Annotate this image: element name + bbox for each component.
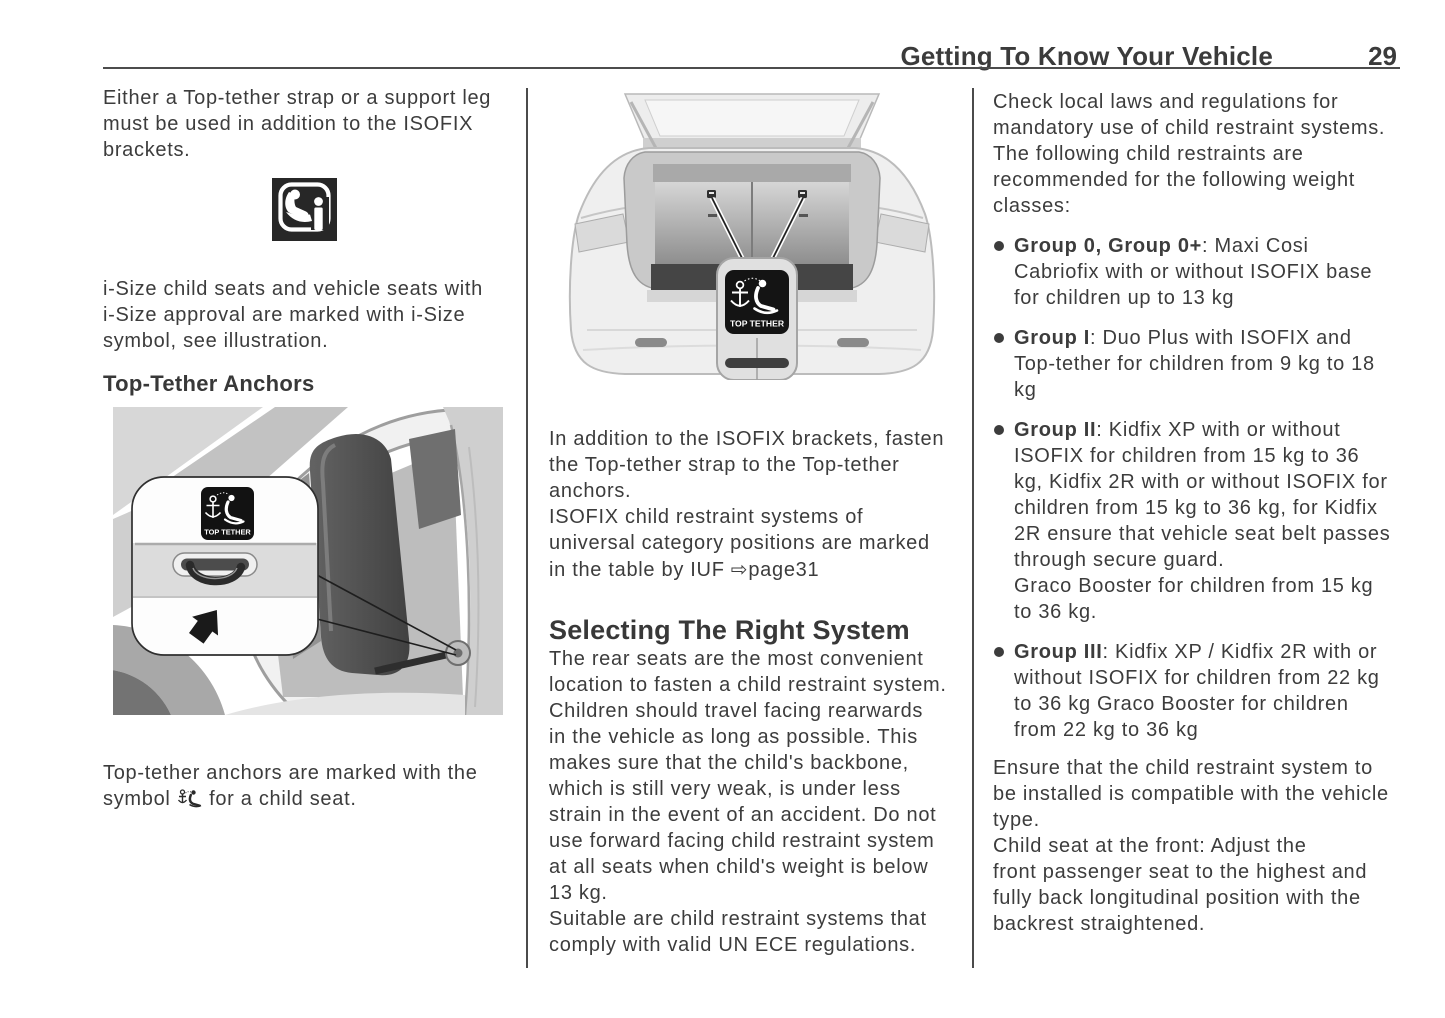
text-line: 2R ensure that vehicle seat belt passes	[1014, 523, 1391, 545]
text-line: Group II: Kidfix XP with or without	[1014, 417, 1395, 443]
bullet-icon	[994, 333, 1004, 343]
text-line: location to fasten a child restraint sys…	[549, 674, 947, 696]
page-reference: page31	[748, 559, 820, 581]
top-tether-badge-label-col2: TOP TETHER	[730, 319, 785, 329]
bullet-icon	[994, 647, 1004, 657]
group0-first-rest: : Maxi Cosi	[1202, 235, 1309, 257]
text-line: makes sure that the child's backbone,	[549, 752, 909, 774]
text-line: recommended for the following weight	[993, 169, 1356, 191]
text-line: anchors.	[549, 480, 632, 502]
column-separator-2	[972, 88, 974, 968]
text-line: fully back longitudinal position with th…	[993, 887, 1361, 909]
text-line: kg	[1014, 379, 1037, 401]
text-line: front passenger seat to the highest and	[993, 861, 1368, 883]
text-line: kg, Kidfix 2R with or without ISOFIX for	[1014, 471, 1388, 493]
top-tether-badge-label-col1: TOP TETHER	[204, 528, 251, 537]
text-line: in the vehicle as long as possible. This	[549, 726, 918, 748]
text-line: symbol for a child seat.	[103, 786, 497, 812]
text-line: strain in the event of an accident. Do n…	[549, 804, 937, 826]
list-item-group1: Group I: Duo Plus with ISOFIX and Top-te…	[993, 325, 1395, 403]
group1-first-rest: : Duo Plus with ISOFIX and	[1090, 327, 1352, 349]
group2-label: Group II	[1014, 419, 1097, 441]
col3-weight-class-list: Group 0, Group 0+: Maxi Cosi Cabriofix w…	[993, 233, 1395, 743]
text-line: without ISOFIX for children from 22 kg	[1014, 667, 1380, 689]
i-size-child-seat-icon	[272, 178, 337, 241]
text-line: in the table by IUF ⇨page31	[549, 556, 948, 582]
bullet-icon	[994, 241, 1004, 251]
text-line: 13 kg.	[549, 882, 608, 904]
text-line: brackets.	[103, 139, 191, 161]
text-line: through secure guard.	[1014, 549, 1225, 571]
text-line: Group III: Kidfix XP / Kidfix 2R with or	[1014, 639, 1395, 665]
group2-first-rest: : Kidfix XP with or without	[1096, 419, 1341, 441]
col1-para3-post: for a child seat.	[202, 788, 357, 810]
col3-para-ensure: Ensure that the child restraint system t…	[993, 755, 1395, 937]
text-line: Children should travel facing rearwards	[549, 700, 924, 722]
col3-para-check-laws: Check local laws and regulations for man…	[993, 89, 1395, 219]
text-line: classes:	[993, 195, 1071, 217]
page-title: Getting To Know Your Vehicle	[900, 41, 1273, 71]
text-line: type.	[993, 809, 1040, 831]
text-line: Suitable are child restraint systems tha…	[549, 908, 927, 930]
text-line: Either a Top-tether strap or a support l…	[103, 87, 492, 109]
text-line: ISOFIX child restraint systems of	[549, 506, 864, 528]
page-number: 29	[1368, 41, 1397, 71]
list-item-group3: Group III: Kidfix XP / Kidfix 2R with or…	[993, 639, 1395, 743]
text-line: The rear seats are the most convenient	[549, 648, 924, 670]
text-line: backrest straightened.	[993, 913, 1206, 935]
text-line: be installed is compatible with the vehi…	[993, 783, 1389, 805]
text-line: mandatory use of child restraint systems…	[993, 117, 1386, 139]
text-line: In addition to the ISOFIX brackets, fast…	[549, 428, 945, 450]
text-line: to 36 kg Graco Booster for children	[1014, 693, 1349, 715]
group3-first-rest: : Kidfix XP / Kidfix 2R with or	[1102, 641, 1378, 663]
text-line: comply with valid UN ECE regulations.	[549, 934, 917, 956]
text-line: Top-tether anchors are marked with the	[103, 762, 478, 784]
text-line: Child seat at the front: Adjust the	[993, 835, 1307, 857]
text-line: must be used in addition to the ISOFIX	[103, 113, 474, 135]
page-reference-arrow-icon: ⇨	[730, 557, 749, 581]
top-tether-anchor-symbol-icon	[177, 788, 203, 815]
text-line: universal category positions are marked	[549, 532, 930, 554]
text-line: i-Size approval are marked with i-Size	[103, 304, 466, 326]
text-line: Graco Booster for children from 15 kg	[1014, 575, 1374, 597]
list-item-group2: Group II: Kidfix XP with or without ISOF…	[993, 417, 1395, 625]
text-line: for children up to 13 kg	[1014, 287, 1235, 309]
header-rule	[103, 67, 1400, 69]
group0-label: Group 0, Group 0+	[1014, 235, 1203, 257]
text-line: the Top-tether strap to the Top-tether	[549, 454, 900, 476]
illustration-top-tether-anchor: TOP TETHER	[101, 407, 503, 728]
text-line: symbol, see illustration.	[103, 330, 329, 352]
heading-selecting-right-system: Selecting The Right System	[549, 615, 910, 645]
text-line: at all seats when child's weight is belo…	[549, 856, 929, 878]
text-line: Top-tether for children from 9 kg to 18	[1014, 353, 1375, 375]
column-separator-1	[526, 88, 528, 968]
text-line: Cabriofix with or without ISOFIX base	[1014, 261, 1373, 283]
col1-para3-pre: symbol	[103, 788, 177, 810]
text-line: use forward facing child restraint syste…	[549, 830, 935, 852]
col1-para-toptether-or-supportleg: Either a Top-tether strap or a support l…	[103, 85, 497, 163]
col2-para-fasten: In addition to the ISOFIX brackets, fast…	[549, 426, 948, 582]
bullet-icon	[994, 425, 1004, 435]
text-line: ISOFIX for children from 15 kg to 36	[1014, 445, 1360, 467]
text-line: from 22 kg to 36 kg	[1014, 719, 1199, 741]
text-line: i-Size child seats and vehicle seats wit…	[103, 278, 483, 300]
col2-para2-pre: in the table by IUF	[549, 559, 731, 581]
group1-label: Group I	[1014, 327, 1091, 349]
illustration-trunk-top-tether: TOP TETHER	[561, 92, 943, 381]
text-line: Ensure that the child restraint system t…	[993, 757, 1373, 779]
list-item-group0: Group 0, Group 0+: Maxi Cosi Cabriofix w…	[993, 233, 1395, 311]
text-line: children from 15 kg to 36 kg, for Kidfix	[1014, 497, 1378, 519]
heading-top-tether-anchors: Top-Tether Anchors	[103, 371, 315, 396]
text-line: The following child restraints are	[993, 143, 1304, 165]
col2-para-rear-seats: The rear seats are the most convenient l…	[549, 646, 948, 958]
text-line: which is still very weak, is under less	[549, 778, 901, 800]
text-line: Group I: Duo Plus with ISOFIX and	[1014, 325, 1395, 351]
col1-para-isize: i-Size child seats and vehicle seats wit…	[103, 276, 497, 354]
text-line: to 36 kg.	[1014, 601, 1098, 623]
text-line: Group 0, Group 0+: Maxi Cosi	[1014, 233, 1395, 259]
text-line: Check local laws and regulations for	[993, 91, 1339, 113]
col1-para-anchors-marked: Top-tether anchors are marked with the s…	[103, 760, 497, 812]
group3-label: Group III	[1014, 641, 1103, 663]
